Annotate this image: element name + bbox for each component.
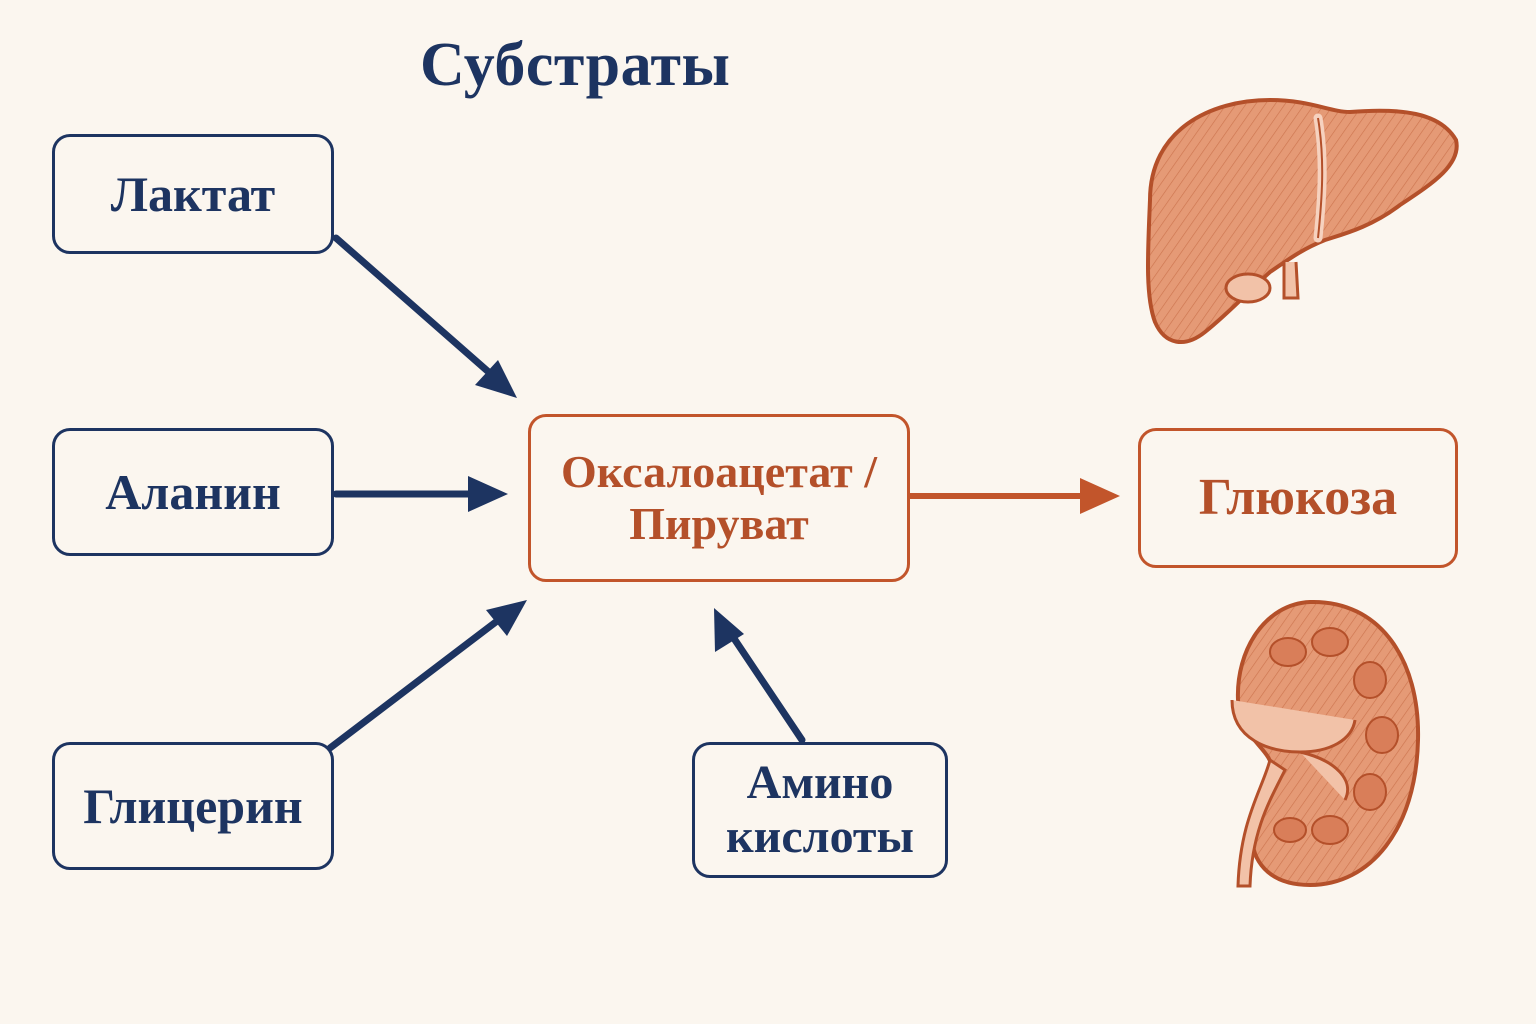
- glucose-label: Глюкоза: [1198, 468, 1398, 526]
- substrate-amino-acids-box: Амино кислоты: [692, 742, 948, 878]
- substrate-amino-line1: Амино: [746, 756, 894, 810]
- substrate-alanine-label: Аланин: [105, 464, 281, 520]
- substrate-lactate-label: Лактат: [110, 166, 276, 222]
- substrate-glycerol-box: Глицерин: [52, 742, 334, 870]
- substrate-amino-line2: кислоты: [726, 810, 914, 863]
- substrate-lactate-box: Лактат: [52, 134, 334, 254]
- arrow-alanine-to-center: [332, 476, 508, 512]
- arrow-amino-to-center: [714, 608, 806, 744]
- arrow-glycerol-to-center: [326, 600, 527, 752]
- arrow-lactate-to-center: [332, 234, 517, 398]
- center-line2: Пируват: [629, 498, 809, 549]
- center-line1: Оксалоацетат /: [560, 446, 878, 498]
- substrate-glycerol-label: Глицерин: [83, 778, 303, 834]
- diagram-title: Субстраты: [420, 31, 731, 99]
- substrate-alanine-box: Аланин: [52, 428, 334, 556]
- arrow-center-to-glucose: [907, 478, 1120, 514]
- glucose-box: Глюкоза: [1138, 428, 1458, 568]
- oxaloacetate-pyruvate-box: Оксалоацетат / Пируват: [528, 414, 910, 582]
